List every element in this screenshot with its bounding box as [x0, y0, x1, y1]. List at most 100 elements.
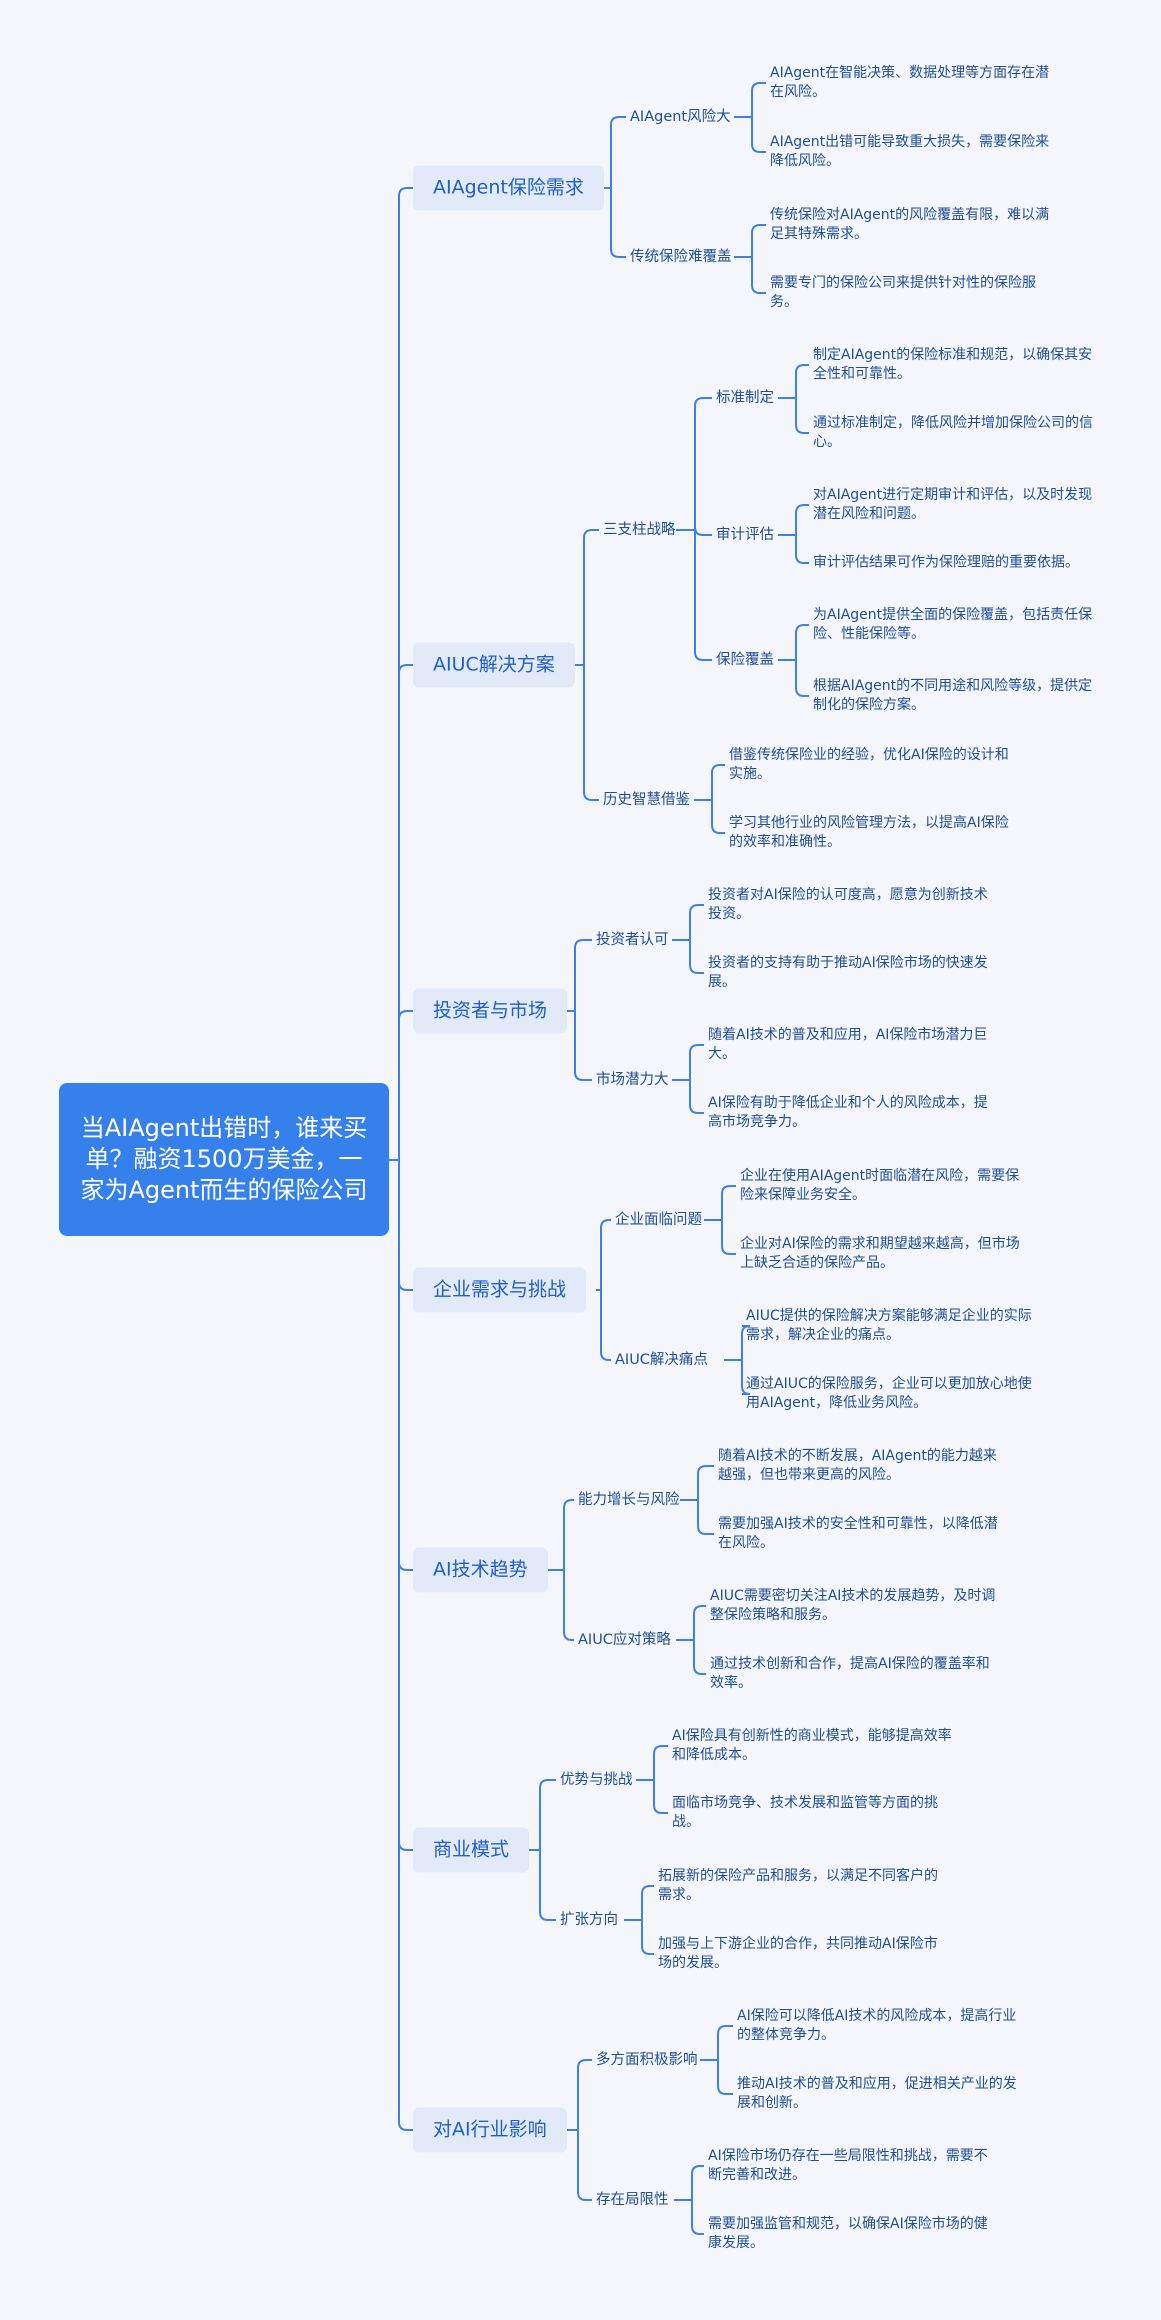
- subtopic[interactable]: 市场潜力大: [596, 1072, 669, 1088]
- leaf-node[interactable]: 需要加强AI技术的安全性和可靠性，以降低潜在风险。: [718, 1516, 998, 1551]
- leaf-node[interactable]: 根据AIAgent的不同用途和风险等级，提供定制化的保险方案。: [813, 678, 1093, 713]
- connector-line: [641, 1885, 654, 1920]
- connector-line: [610, 116, 626, 188]
- subtopic[interactable]: AIUC解决痛点: [615, 1352, 708, 1368]
- leaf-node[interactable]: 学习其他行业的风险管理方法，以提高AI保险的效率和准确性。: [729, 815, 1009, 850]
- leaf-node[interactable]: 借鉴传统保险业的经验，优化AI保险的设计和实施。: [729, 747, 1009, 782]
- connector-line: [398, 1160, 413, 1571]
- subtopic[interactable]: 能力增长与风险: [578, 1492, 680, 1508]
- leaf-node[interactable]: 需要专门的保险公司来提供针对性的保险服务。: [770, 275, 1036, 310]
- subtopic[interactable]: AIAgent风险大: [630, 109, 731, 125]
- leaf-node[interactable]: 投资者对AI保险的认可度高，愿意为创新技术投资。: [708, 887, 988, 922]
- connector-line: [641, 1920, 654, 1955]
- connector-line: [539, 1779, 556, 1850]
- connector-line: [795, 660, 809, 697]
- leaf-node[interactable]: 需要加强监管和规范，以确保AI保险市场的健康发展。: [708, 2216, 988, 2251]
- leaf-node[interactable]: 制定AIAgent的保险标准和规范，以确保其安全性和可靠性。: [813, 347, 1093, 382]
- leaf-node[interactable]: 随着AI技术的普及和应用，AI保险市场潜力巨大。: [708, 1027, 988, 1062]
- leaf-node[interactable]: 随着AI技术的不断发展，AIAgent的能力越来越强，但也带来更高的风险。: [718, 1448, 997, 1483]
- connector-line: [721, 1185, 736, 1220]
- leaf-node[interactable]: 对AIAgent进行定期审计和评估，以及时发现潜在风险和问题。: [813, 487, 1093, 522]
- leaf-node[interactable]: 审计评估结果可作为保险理赔的重要依据。: [813, 554, 1079, 571]
- branch-topic[interactable]: AIUC解决方案: [413, 642, 575, 688]
- connector-line: [795, 398, 809, 434]
- subtopic[interactable]: 历史智慧借鉴: [603, 792, 690, 808]
- leaf-node[interactable]: 拓展新的保险产品和服务，以满足不同客户的需求。: [658, 1868, 938, 1903]
- subtopic[interactable]: 保险覆盖: [716, 652, 774, 668]
- connector-line: [691, 2200, 704, 2235]
- connector-line: [694, 397, 712, 530]
- connector-line: [691, 2165, 704, 2200]
- connector-line: [574, 939, 592, 1011]
- connector-line: [751, 257, 766, 294]
- connector-line: [693, 1605, 706, 1640]
- connector-line: [795, 364, 809, 398]
- leaf-node[interactable]: 推动AI技术的普及和应用，促进相关产业的发展和创新。: [737, 2076, 1017, 2111]
- connector-line: [398, 1160, 413, 1851]
- branch-topic[interactable]: AIAgent保险需求: [413, 165, 604, 211]
- branch-topic[interactable]: 对AI行业影响: [413, 2107, 567, 2153]
- connector-line: [583, 529, 599, 665]
- leaf-node[interactable]: 通过AIUC的保险服务，企业可以更加放心地使用AIAgent，降低业务风险。: [746, 1376, 1032, 1411]
- leaf-node[interactable]: AIAgent出错可能导致重大损失，需要保险来降低风险。: [770, 134, 1050, 169]
- subtopic[interactable]: AIUC应对策略: [578, 1632, 671, 1648]
- leaf-node[interactable]: 企业对AI保险的需求和期望越来越高，但市场上缺乏合适的保险产品。: [740, 1236, 1020, 1271]
- connector-line: [583, 665, 599, 801]
- connector-line: [577, 2059, 592, 2130]
- branch-topic[interactable]: 商业模式: [413, 1827, 530, 1873]
- connector-line: [689, 940, 704, 974]
- leaf-node[interactable]: AI保险市场仍存在一些局限性和挑战，需要不断完善和改进。: [708, 2148, 988, 2183]
- branch-topic[interactable]: AI技术趋势: [413, 1547, 548, 1593]
- subtopic[interactable]: 企业面临问题: [615, 1212, 702, 1228]
- connector-line: [697, 1465, 714, 1500]
- leaf-node[interactable]: 通过技术创新和合作，提高AI保险的覆盖率和效率。: [710, 1656, 990, 1691]
- connector-line: [711, 800, 725, 834]
- subtopic[interactable]: 存在局限性: [596, 2192, 669, 2208]
- connector-line: [751, 224, 766, 257]
- connector-line: [711, 764, 725, 800]
- connector-line: [610, 188, 626, 258]
- subtopic[interactable]: 传统保险难覆盖: [630, 249, 732, 265]
- connector-line: [563, 1570, 574, 1641]
- subtopic[interactable]: 标准制定: [716, 390, 774, 406]
- connector-line: [600, 1290, 611, 1361]
- connector-line: [751, 82, 766, 117]
- connector-line: [398, 1160, 413, 2131]
- subtopic[interactable]: 扩张方向: [560, 1912, 618, 1928]
- leaf-node[interactable]: 投资者的支持有助于推动AI保险市场的快速发展。: [708, 955, 988, 990]
- connector-line: [689, 1080, 704, 1114]
- subtopic[interactable]: 三支柱战略: [603, 522, 676, 538]
- leaf-node[interactable]: AIAgent在智能决策、数据处理等方面存在潜在风险。: [770, 65, 1050, 100]
- leaf-node[interactable]: AI保险有助于降低企业和个人的风险成本，提高市场竞争力。: [708, 1095, 988, 1130]
- connector-line: [539, 1850, 556, 1921]
- leaf-node[interactable]: 通过标准制定，降低风险并增加保险公司的信心。: [813, 415, 1093, 450]
- connector-line: [398, 187, 413, 1160]
- connector-line: [689, 904, 704, 940]
- subtopic[interactable]: 优势与挑战: [560, 1772, 633, 1788]
- leaf-node[interactable]: AIUC需要密切关注AI技术的发展趋势，及时调整保险策略和服务。: [710, 1588, 996, 1623]
- leaf-node[interactable]: AI保险可以降低AI技术的风险成本，提高行业的整体竞争力。: [737, 2008, 1017, 2043]
- leaf-node[interactable]: 企业在使用AIAgent时面临潜在风险，需要保险来保障业务安全。: [740, 1168, 1020, 1203]
- branch-topic[interactable]: 投资者与市场: [413, 988, 568, 1034]
- root-topic[interactable]: 当AIAgent出错时，谁来买单？融资1500万美金，一家为Agent而生的保险…: [59, 1083, 389, 1236]
- connector-line: [697, 1500, 714, 1535]
- leaf-node[interactable]: 为AIAgent提供全面的保险覆盖，包括责任保险、性能保险等。: [813, 607, 1093, 642]
- branch-topic[interactable]: 企业需求与挑战: [413, 1267, 587, 1313]
- subtopic[interactable]: 多方面积极影响: [596, 2052, 698, 2068]
- leaf-node[interactable]: 面临市场竞争、技术发展和监管等方面的挑战。: [672, 1795, 938, 1830]
- connector-line: [398, 1010, 413, 1160]
- connector-line: [741, 1360, 751, 1395]
- connector-line: [689, 1044, 704, 1080]
- subtopic[interactable]: 投资者认可: [596, 932, 669, 948]
- leaf-node[interactable]: 传统保险对AIAgent的风险覆盖有限，难以满足其特殊需求。: [770, 207, 1050, 242]
- subtopic[interactable]: 审计评估: [716, 527, 774, 543]
- leaf-node[interactable]: AI保险具有创新性的商业模式，能够提高效率和降低成本。: [672, 1728, 952, 1763]
- leaf-node[interactable]: AIUC提供的保险解决方案能够满足企业的实际需求，解决企业的痛点。: [746, 1308, 1032, 1343]
- connector-line: [741, 1325, 751, 1360]
- connector-line: [653, 1745, 668, 1780]
- connector-line: [574, 1011, 592, 1081]
- connector-line: [693, 1640, 706, 1675]
- connector-line: [717, 2025, 733, 2060]
- leaf-node[interactable]: 加强与上下游企业的合作，共同推动AI保险市场的发展。: [658, 1936, 938, 1971]
